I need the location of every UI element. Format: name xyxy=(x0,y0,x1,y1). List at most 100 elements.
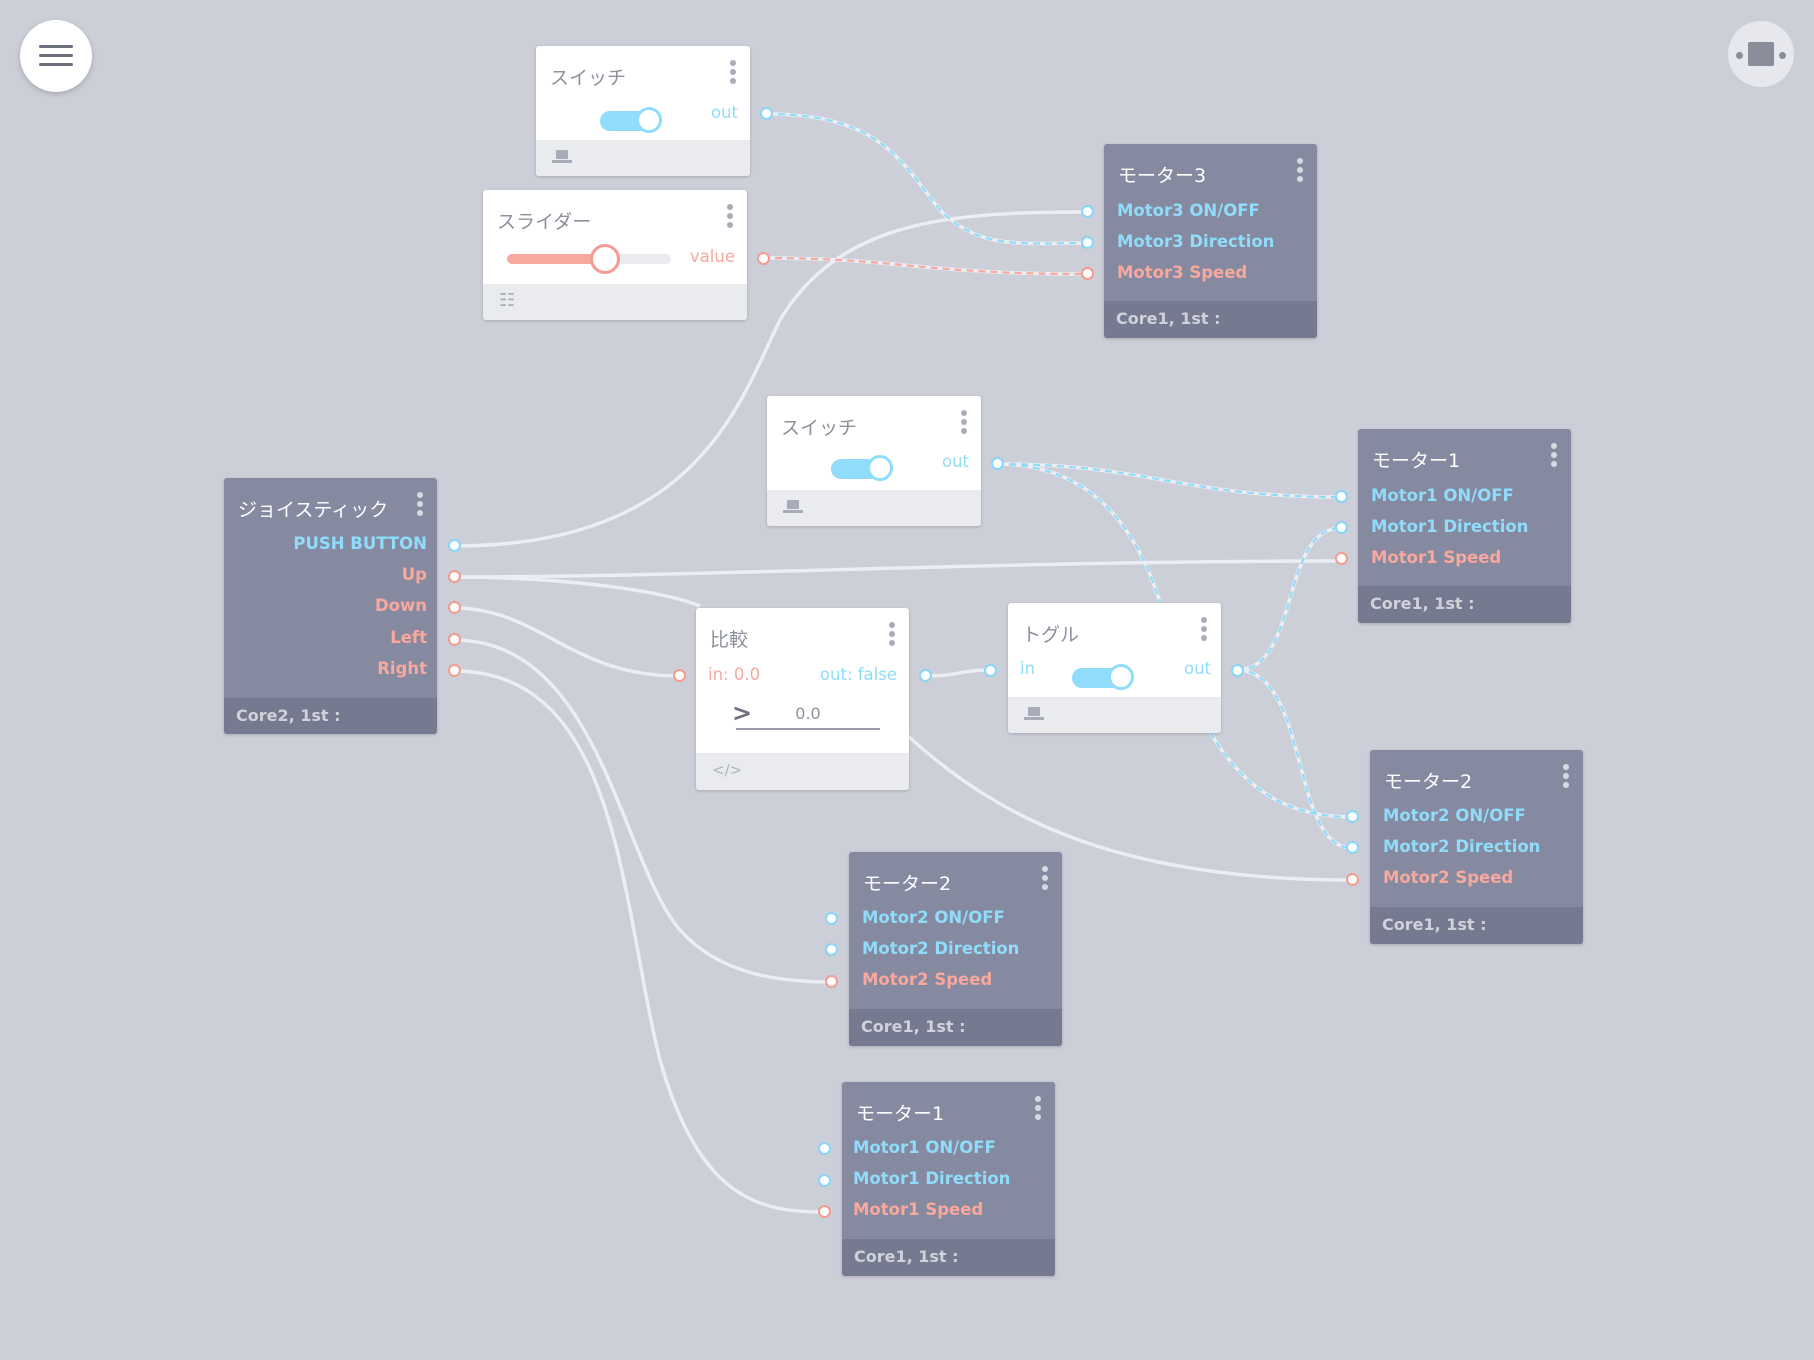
motor2-mid-direction-port[interactable] xyxy=(825,943,838,956)
motor2-onoff-label: Motor2 ON/OFF xyxy=(1383,806,1526,825)
motor2-node-right[interactable]: モーター2 Motor2 ON/OFF Motor2 Direction Mot… xyxy=(1370,750,1583,944)
switch-top-out-port[interactable] xyxy=(760,107,773,120)
more-options-icon[interactable] xyxy=(1563,764,1569,788)
node-title: スライダー xyxy=(497,211,592,233)
motor1-onoff-label: Motor1 ON/OFF xyxy=(1371,486,1514,505)
joystick-node[interactable]: ジョイスティック PUSH BUTTON Up Down Left Right … xyxy=(224,478,437,734)
node-title: ジョイスティック xyxy=(238,499,389,521)
slider-thumb[interactable] xyxy=(590,244,620,274)
motor1-speed-label: Motor1 Speed xyxy=(853,1200,984,1219)
node-title: 比較 xyxy=(710,629,749,651)
motor1-bottom-direction-port[interactable] xyxy=(818,1174,831,1187)
toggle-switch[interactable] xyxy=(1070,664,1134,690)
node-footer xyxy=(536,140,750,176)
more-options-icon[interactable] xyxy=(1201,617,1207,641)
motor3-onoff-port[interactable] xyxy=(1081,205,1094,218)
more-options-icon[interactable] xyxy=(417,492,423,516)
motor2-right-speed-port[interactable] xyxy=(1346,873,1359,886)
node-title: トグル xyxy=(1022,624,1080,646)
more-options-icon[interactable] xyxy=(961,410,967,434)
node-title: モーター3 xyxy=(1118,165,1207,187)
compare-in-port[interactable] xyxy=(673,669,686,682)
threshold-input[interactable]: 0.0 xyxy=(736,704,880,730)
wire-left-motor2-speed xyxy=(453,638,833,984)
more-options-icon[interactable] xyxy=(1297,158,1303,182)
motor1-bottom-speed-port[interactable] xyxy=(818,1205,831,1218)
motor1-right-direction-port[interactable] xyxy=(1335,521,1348,534)
more-options-icon[interactable] xyxy=(727,204,733,228)
value-slider[interactable] xyxy=(507,244,671,274)
slider-value-port[interactable] xyxy=(757,252,770,265)
node-footer: Core1, 1st : xyxy=(1104,301,1317,338)
comparison-operator[interactable]: > xyxy=(732,699,753,727)
joystick-left-port[interactable] xyxy=(448,633,461,646)
joystick-up-port[interactable] xyxy=(448,570,461,583)
toggle-out-port[interactable] xyxy=(1231,664,1244,677)
node-footer: Core1, 1st : xyxy=(1358,586,1571,623)
menu-button[interactable] xyxy=(20,20,92,92)
motor2-right-onoff-port[interactable] xyxy=(1346,810,1359,823)
node-footer xyxy=(1008,697,1221,733)
compare-out-port[interactable] xyxy=(919,669,932,682)
sliders-icon: ☷ xyxy=(499,290,516,311)
device-button[interactable] xyxy=(1728,21,1794,87)
motor2-mid-onoff-port[interactable] xyxy=(825,912,838,925)
more-options-icon[interactable] xyxy=(1042,866,1048,890)
motor3-direction-label: Motor3 Direction xyxy=(1117,232,1275,251)
motor2-direction-label: Motor2 Direction xyxy=(862,939,1020,958)
push-button-label: PUSH BUTTON xyxy=(293,534,427,553)
node-footer: Core1, 1st : xyxy=(842,1239,1055,1276)
motor1-bottom-onoff-port[interactable] xyxy=(818,1142,831,1155)
toggle-in-port[interactable] xyxy=(984,664,997,677)
joystick-right-port[interactable] xyxy=(448,664,461,677)
motor1-node-right[interactable]: モーター1 Motor1 ON/OFF Motor1 Direction Mot… xyxy=(1358,429,1571,623)
switch-node-mid[interactable]: スイッチ out xyxy=(767,396,981,526)
motor1-direction-label: Motor1 Direction xyxy=(853,1169,1011,1188)
joystick-push-button-port[interactable] xyxy=(448,539,461,552)
switch-mid-out-port[interactable] xyxy=(991,457,1004,470)
motor3-onoff-label: Motor3 ON/OFF xyxy=(1117,201,1260,220)
node-footer: </> xyxy=(696,753,909,790)
node-footer: Core1, 1st : xyxy=(849,1009,1062,1046)
more-options-icon[interactable] xyxy=(730,60,736,84)
core-label: Core2, 1st : xyxy=(236,706,341,725)
node-title: スイッチ xyxy=(550,67,627,89)
motor3-speed-port[interactable] xyxy=(1081,267,1094,280)
switch-node-top[interactable]: スイッチ out xyxy=(536,46,750,176)
more-options-icon[interactable] xyxy=(1035,1096,1041,1120)
motor1-node-bottom[interactable]: モーター1 Motor1 ON/OFF Motor1 Direction Mot… xyxy=(842,1082,1055,1276)
node-title: スイッチ xyxy=(781,417,858,439)
motor2-right-direction-port[interactable] xyxy=(1346,841,1359,854)
motor2-speed-label: Motor2 Speed xyxy=(1383,868,1514,887)
node-title: モーター1 xyxy=(1372,450,1461,472)
motor3-node[interactable]: モーター3 Motor3 ON/OFF Motor3 Direction Mot… xyxy=(1104,144,1317,338)
right-label: Right xyxy=(377,659,427,678)
wire-pushbutton-motor3-onoff xyxy=(453,210,1088,548)
node-title: モーター2 xyxy=(863,873,952,895)
motor2-node-mid[interactable]: モーター2 Motor2 ON/OFF Motor2 Direction Mot… xyxy=(849,852,1062,1046)
down-label: Down xyxy=(374,596,427,615)
out-label: out xyxy=(710,103,738,122)
wire-compare-motor2-speed xyxy=(906,734,1353,882)
core-label: Core1, 1st : xyxy=(854,1247,959,1266)
out-label: out xyxy=(941,452,969,471)
motor1-right-speed-port[interactable] xyxy=(1335,552,1348,565)
code-icon: </> xyxy=(712,761,743,779)
toggle-switch[interactable] xyxy=(598,107,662,133)
slider-node[interactable]: スライダー value ☷ xyxy=(483,190,747,320)
core-label: Core1, 1st : xyxy=(861,1017,966,1036)
compare-node[interactable]: 比較 in: 0.0 out: false > 0.0 </> xyxy=(696,608,909,790)
toggle-switch[interactable] xyxy=(829,455,893,481)
motor3-direction-port[interactable] xyxy=(1081,236,1094,249)
motor1-direction-label: Motor1 Direction xyxy=(1371,517,1529,536)
motor1-right-onoff-port[interactable] xyxy=(1335,490,1348,503)
motor2-onoff-label: Motor2 ON/OFF xyxy=(862,908,1005,927)
more-options-icon[interactable] xyxy=(1551,443,1557,467)
motor1-onoff-label: Motor1 ON/OFF xyxy=(853,1138,996,1157)
toggle-node[interactable]: トグル in out xyxy=(1008,603,1221,733)
wire-compare-toggle xyxy=(924,668,991,678)
motor2-mid-speed-port[interactable] xyxy=(825,975,838,988)
more-options-icon[interactable] xyxy=(889,622,895,646)
joystick-down-port[interactable] xyxy=(448,601,461,614)
